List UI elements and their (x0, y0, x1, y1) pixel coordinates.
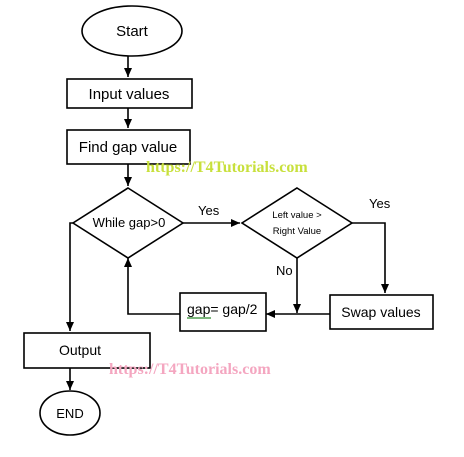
input-values-box (66, 78, 193, 109)
halve-gap-label: gap= gap/2 (187, 301, 258, 317)
while-yes-label: Yes (198, 203, 220, 218)
while-gap-decision (71, 187, 185, 259)
end-label: END (56, 406, 83, 421)
end-terminator (39, 390, 101, 436)
watermark-bottom: https://T4Tutorials.com (109, 361, 271, 378)
start-terminator (81, 5, 183, 57)
watermark-top: https://T4Tutorials.com (146, 159, 308, 176)
find-gap-label: Find gap value (79, 139, 177, 156)
output-box (23, 332, 151, 369)
start-label: Start (116, 23, 149, 40)
halve-gap-box (179, 292, 267, 332)
compare-yes-label: Yes (369, 196, 391, 211)
while-gap-label: While gap>0 (93, 215, 166, 230)
compare-decision (240, 187, 354, 259)
output-label: Output (59, 342, 101, 358)
compare-label-line1: Left value > (272, 210, 322, 221)
find-gap-box (66, 129, 191, 165)
edge-halve-to-while (124, 258, 180, 315)
edge-compare-yes-to-swap (352, 222, 389, 293)
input-values-label: Input values (89, 86, 170, 103)
compare-label-line2: Right Value (273, 226, 321, 237)
swap-values-box (329, 294, 434, 330)
swap-values-label: Swap values (341, 304, 420, 320)
compare-no-label: No (276, 263, 293, 278)
edge-while-exit-to-output (66, 222, 74, 331)
